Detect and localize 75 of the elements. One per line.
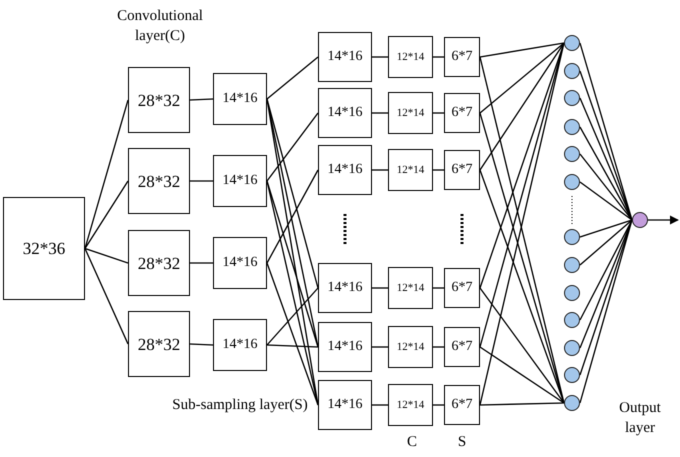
- layer-box: 12*14: [388, 92, 433, 134]
- layer-label: S: [456, 433, 468, 452]
- connector-line: [433, 56, 444, 58]
- connector-line: [84, 100, 129, 249]
- layer-box: 6*7: [444, 150, 480, 190]
- connector-line: [266, 344, 318, 348]
- layer-box: 12*14: [388, 149, 433, 191]
- connector-line: [266, 56, 318, 100]
- connector-line: [84, 180, 129, 249]
- layer-label: Output layer: [618, 399, 662, 438]
- connector-line: [190, 343, 214, 346]
- layer-box: 6*7: [444, 37, 480, 77]
- connector-line: [266, 262, 319, 406]
- connector-line: [84, 248, 129, 344]
- connector-line: [266, 170, 319, 264]
- layer-box: 28*32: [128, 230, 190, 296]
- layer-box: 28*32: [128, 311, 190, 377]
- layer-box: 14*16: [213, 319, 267, 371]
- connector-line: [433, 346, 444, 348]
- layer-box: 14*16: [318, 88, 372, 138]
- layer-box: 6*7: [444, 268, 480, 308]
- connector-line: [479, 288, 565, 404]
- connector-line: [580, 220, 632, 266]
- layer-box: 14*16: [213, 155, 267, 207]
- layer-box: 12*14: [388, 384, 433, 426]
- layer-box: 14*16: [318, 322, 372, 372]
- layer-box: 12*14: [388, 326, 433, 368]
- connector-line: [433, 169, 444, 171]
- connector-line: [579, 98, 633, 220]
- connector-line: [266, 98, 319, 288]
- connector-line: [480, 42, 564, 58]
- layer-label: C: [406, 433, 418, 452]
- layer-box: 6*7: [444, 327, 480, 367]
- connector-line: [372, 287, 388, 289]
- connector-line: [266, 112, 319, 182]
- layer-box: 28*32: [128, 67, 190, 133]
- connector-line: [84, 248, 128, 264]
- connector-line: [266, 180, 319, 348]
- connector-line: [372, 112, 388, 114]
- layer-box: 6*7: [444, 385, 480, 425]
- connector-line: [433, 287, 444, 289]
- layer-box: 14*16: [318, 380, 372, 430]
- connector-line: [580, 181, 632, 221]
- layer-box: 14*16: [318, 32, 372, 82]
- connector-line: [266, 180, 319, 406]
- connector-line: [190, 98, 214, 101]
- layer-box: 14*16: [318, 145, 372, 195]
- connector-line: [372, 169, 388, 171]
- layer-box: 32*36: [3, 197, 85, 300]
- connector-line: [479, 42, 565, 170]
- connector-line: [372, 346, 388, 348]
- connector-line: [579, 220, 633, 320]
- connector-line: [480, 346, 564, 404]
- connector-line: [433, 404, 444, 406]
- connector-line: [579, 154, 633, 220]
- connector-line: [372, 56, 388, 58]
- layer-label: Sub-sampling layer(S): [171, 396, 309, 415]
- arrow: [648, 216, 679, 224]
- connector-line: [480, 42, 564, 114]
- connector-line: [433, 112, 444, 114]
- connector-line: [190, 180, 213, 182]
- layer-box: 28*32: [128, 148, 190, 214]
- layer-box: 12*14: [388, 36, 433, 78]
- connector-line: [372, 404, 388, 406]
- layer-box: 6*7: [444, 93, 480, 133]
- layer-box: 14*16: [213, 73, 267, 125]
- connector-line: [480, 402, 564, 406]
- layer-box: 14*16: [318, 263, 372, 313]
- layer-label: Convolutional layer(C): [116, 7, 204, 46]
- output-neuron: [632, 212, 648, 228]
- layer-box: 14*16: [213, 237, 267, 289]
- layer-box: 12*14: [388, 267, 433, 309]
- connector-line: [580, 219, 632, 238]
- connector-line: [190, 262, 213, 264]
- connector-line: [266, 288, 318, 346]
